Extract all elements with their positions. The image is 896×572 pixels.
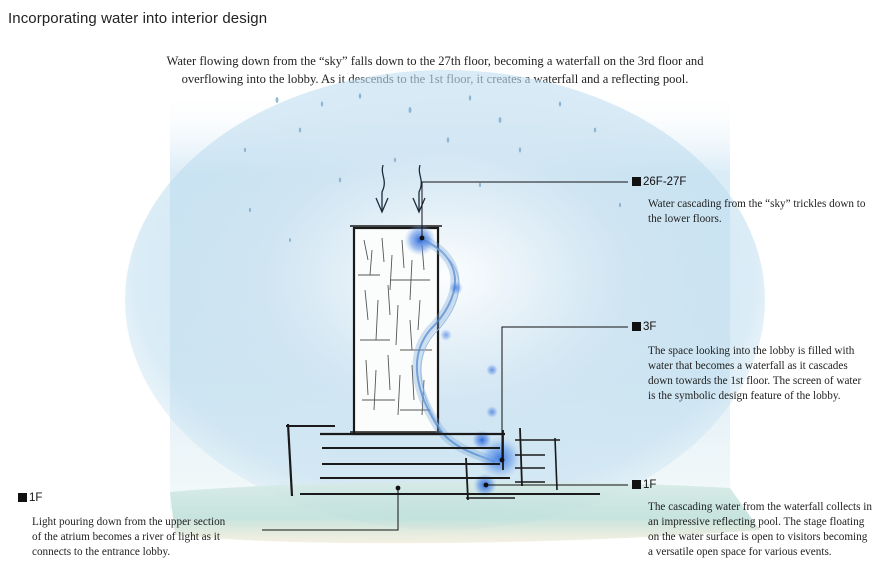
callout-1f-left-label: 1F	[18, 492, 42, 504]
callout-1f-left-description: Light pouring down from the upper sectio…	[32, 516, 226, 558]
callout-1f-right-description: The cascading water from the waterfall c…	[648, 501, 872, 558]
ground-water-surface	[170, 481, 760, 544]
intro-line-1: Water flowing down from the “sky” falls …	[166, 54, 704, 68]
callout-1f-right-label: 1F	[632, 479, 656, 491]
podium	[286, 423, 600, 501]
tower-hatching	[358, 237, 432, 416]
page-title: Incorporating water into interior design	[8, 10, 268, 27]
water-inflow-arrows	[375, 164, 426, 214]
square-bullet-icon	[632, 480, 641, 489]
leader-lines	[262, 181, 628, 531]
callout-26f-27f-description: Water cascading from the “sky” trickles …	[648, 198, 866, 225]
callout-26f-27f-label: 26F-27F	[632, 176, 686, 188]
callout-3f-label: 3F	[632, 321, 656, 333]
rain-droplets	[243, 93, 622, 242]
square-bullet-icon	[632, 322, 641, 331]
sky-glow	[125, 70, 765, 530]
leader-dots	[395, 235, 505, 491]
callout-3f-description: The space looking into the lobby is fill…	[648, 345, 862, 402]
square-bullet-icon	[632, 177, 641, 186]
square-bullet-icon	[18, 493, 27, 502]
